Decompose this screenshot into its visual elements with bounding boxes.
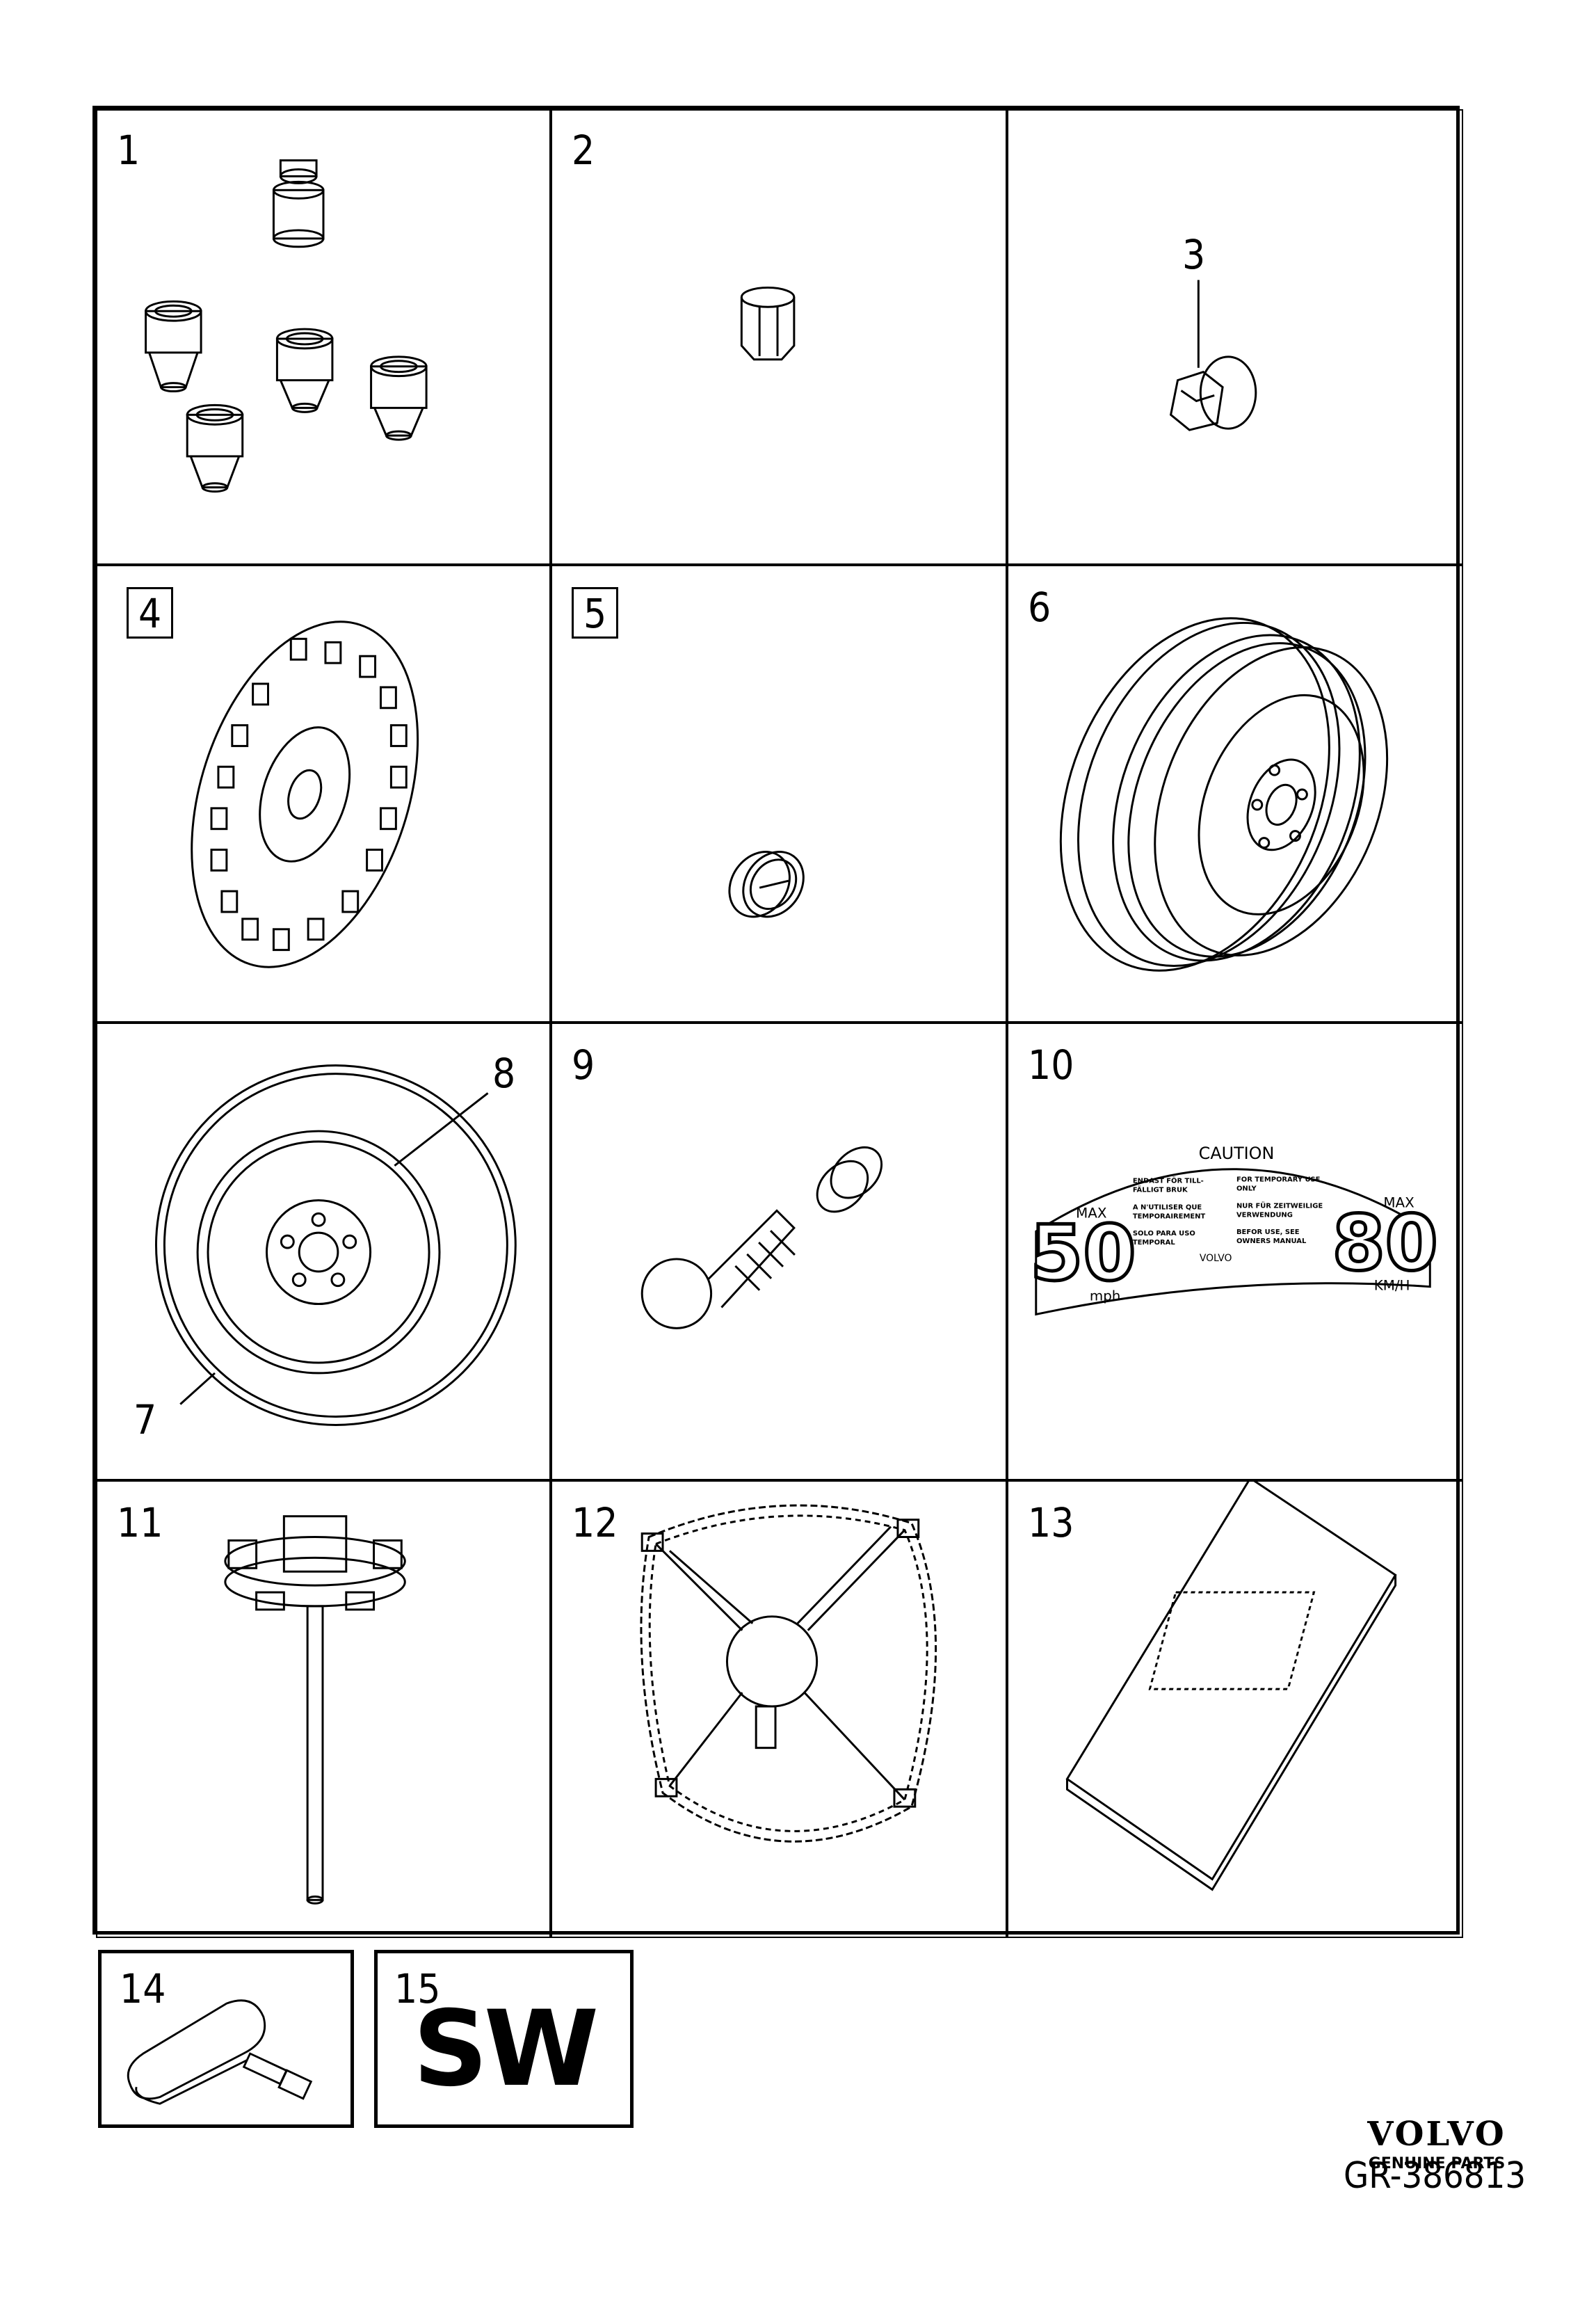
callout-11: 11 (117, 1499, 163, 1546)
callout-7: 7 (134, 1396, 157, 1443)
decal-line-6: TEMPORAIREMENT (1133, 1212, 1206, 1220)
spare-wheel-icon (154, 1064, 517, 1426)
snow-chains-icon (640, 1504, 937, 1843)
decal-max-right: MAX (1383, 1194, 1414, 1210)
hubcap-icon (191, 620, 419, 968)
decal-line-11: BEFOR USE, SEE (1236, 1228, 1300, 1236)
decal-brand: VOLVO (1200, 1253, 1232, 1264)
parts-grid: 1 (92, 106, 1463, 1938)
spare-wheel-bolt-icon (224, 1515, 406, 1905)
volvo-brand: VOLVO GENUINE PARTS (1353, 2115, 1520, 2172)
callout-9: 9 (572, 1041, 595, 1089)
wheel-nut-icon (740, 286, 796, 361)
decal-line-7: NUR FÜR ZEITWEILIGE (1236, 1200, 1323, 1210)
callout-10: 10 (1028, 1041, 1074, 1089)
tire-valve-icon (640, 1146, 883, 1329)
illustration-code: GR-386813 (1344, 2155, 1526, 2197)
decal-line-8: VERWENDUNG (1236, 1211, 1293, 1219)
decal-line-1: ENDAST FÖR TILL- (1133, 1176, 1204, 1185)
callout-6: 6 (1028, 584, 1051, 631)
speed-limit-decal-icon: CAUTION MAX 50 mph MAX 80 KM/H ENDAST FÖ… (1029, 1144, 1440, 1316)
software-label: SW (412, 1988, 599, 2110)
decal-line-2: FÄLLIGT BRUK (1133, 1185, 1188, 1194)
decal-caution: CAUTION (1199, 1144, 1275, 1163)
decal-speed-right: 80 (1332, 1199, 1438, 1288)
cell-6-steel-rim[interactable]: 6 (1007, 565, 1463, 1023)
cell-11-wheel-clamp[interactable]: 11 (96, 1480, 551, 1938)
decal-line-5: A N'UTILISER QUE (1133, 1203, 1202, 1211)
cell-10-speed-decal[interactable]: 10 CAUTION MAX 50 mph MAX 80 KM/H ENDAST… (1007, 1023, 1463, 1480)
cell-12-snow-chains[interactable]: 12 (551, 1480, 1007, 1938)
genuine-parts-label: GENUINE PARTS (1368, 2155, 1506, 2172)
callout-3: 3 (1182, 231, 1206, 278)
tpms-sensor-icon (127, 1999, 313, 2105)
callout-2: 2 (572, 127, 595, 174)
cell-1-lock-nuts[interactable]: 1 (96, 109, 551, 565)
cell-5-center-cap[interactable]: 5 (551, 565, 1007, 1023)
callout-4: 4 (127, 587, 174, 639)
cell-13-manual[interactable]: 13 (1007, 1480, 1463, 1938)
steel-rim-icon (1059, 617, 1389, 972)
cell-3-wheel-nut-chrome[interactable]: 3 (1007, 109, 1463, 565)
cell-14-tpms-sensor[interactable]: 14 (98, 1950, 354, 2128)
center-cap-icon (728, 851, 805, 918)
cell-2-wheel-nut[interactable]: 2 (551, 109, 1007, 565)
callout-12: 12 (572, 1499, 618, 1546)
decal-max-left: MAX (1076, 1205, 1106, 1221)
cell-4-hubcap[interactable]: 4 (96, 565, 551, 1023)
volvo-logo: VOLVO (1367, 2115, 1506, 2154)
decal-speed-left: 50 (1030, 1210, 1136, 1298)
lock-nut-set-icon (145, 159, 428, 493)
chrome-wheel-nut-icon (1169, 280, 1257, 431)
owners-manual-icon (1065, 1482, 1397, 1891)
decal-line-12: OWNERS MANUAL (1236, 1238, 1307, 1245)
callout-8: 8 (492, 1050, 516, 1097)
callout-5: 5 (572, 587, 619, 639)
cell-9-valve[interactable]: 9 (551, 1023, 1007, 1480)
decal-line-3: FOR TEMPORARY USE (1236, 1176, 1321, 1184)
cell-7-8-spare-wheel[interactable]: 8 7 (96, 1023, 551, 1480)
callout-1: 1 (117, 127, 140, 174)
decal-unit-right: KM/H (1374, 1278, 1410, 1294)
decal-unit-left: mph (1090, 1288, 1121, 1304)
cell-15-software[interactable]: 15 SW (374, 1950, 634, 2128)
callout-13: 13 (1028, 1499, 1074, 1546)
decal-line-9: SOLO PARA USO (1133, 1230, 1195, 1238)
callout-15: 15 (394, 1965, 441, 2012)
decal-line-10: TEMPORAL (1133, 1239, 1175, 1247)
decal-line-4: ONLY (1236, 1185, 1257, 1193)
callout-14: 14 (120, 1965, 166, 2012)
